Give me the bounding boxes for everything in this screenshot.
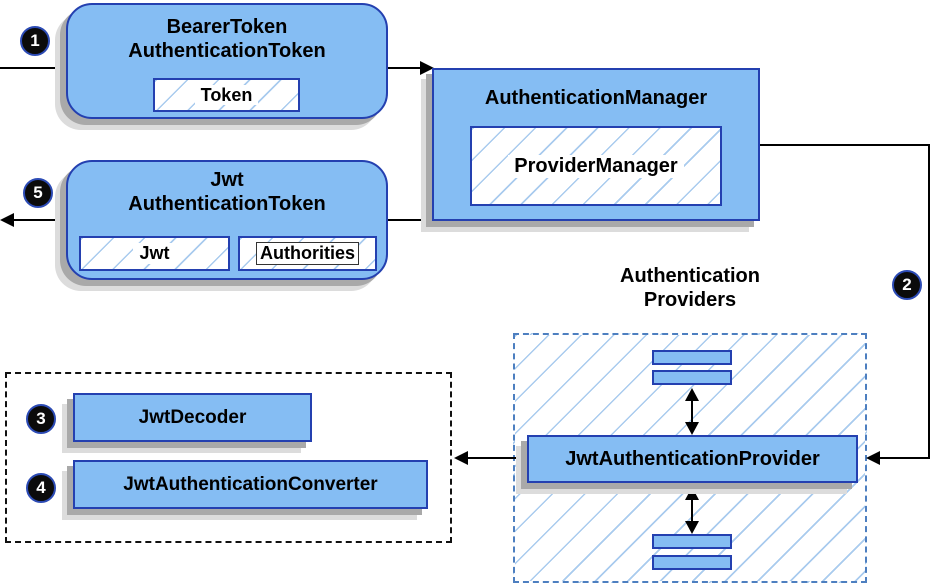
step-3-badge: 3 [26, 404, 56, 434]
bearer-to-manager-arrowhead-icon [420, 61, 434, 75]
bearer-token-authentication-token-node: BearerToken AuthenticationToken Token [66, 3, 388, 119]
outgoing-result-arrowhead-icon [0, 213, 14, 227]
manager-to-provider-line-top [758, 144, 930, 146]
bearer-token-title-line2: AuthenticationToken [128, 40, 326, 62]
provider-manager-label: ProviderManager [508, 154, 684, 178]
provider-down-arrowhead-icon [685, 521, 699, 534]
jwt-token-title-line2: AuthenticationToken [128, 193, 326, 215]
authorities-field-label: Authorities [255, 242, 359, 265]
provider-to-components-arrowhead-icon [454, 451, 468, 465]
jwt-field-box: Jwt [79, 236, 230, 271]
other-provider-bar [652, 370, 732, 385]
jwt-authentication-token-node: Jwt AuthenticationToken Jwt Authorities [66, 160, 388, 280]
jwt-authentication-provider-node: JwtAuthenticationProvider [527, 435, 858, 483]
step-1-badge: 1 [20, 26, 50, 56]
jwt-authentication-provider-label: JwtAuthenticationProvider [565, 447, 820, 470]
authentication-manager-title-text: AuthenticationManager [484, 87, 708, 109]
manager-to-provider-line-right [928, 144, 930, 459]
step-4-badge: 4 [26, 473, 56, 503]
provider-bottom-double-arrow-line [691, 497, 693, 523]
provider-down-arrowhead-icon [685, 422, 699, 435]
authentication-providers-group-title: Authentication Providers [580, 264, 800, 312]
providers-title-line1: Authentication [620, 265, 760, 287]
provider-manager-box: ProviderManager [470, 126, 722, 206]
bearer-token-node-title: BearerToken AuthenticationToken [68, 5, 386, 63]
authorities-field-box: Authorities [238, 236, 377, 271]
incoming-request-line [0, 67, 66, 69]
bearer-to-manager-line [388, 67, 422, 69]
other-provider-bar [652, 350, 732, 365]
step-5-badge: 5 [23, 178, 53, 208]
manager-to-provider-line-bottom [880, 457, 928, 459]
manager-to-jwt-token-line [388, 219, 434, 221]
jwt-token-title-line1: Jwt [210, 169, 244, 191]
bearer-token-title-line1: BearerToken [166, 16, 288, 38]
outgoing-result-line [12, 219, 66, 221]
jwt-token-node-title: Jwt AuthenticationToken [68, 162, 386, 216]
authentication-manager-node: AuthenticationManager ProviderManager [432, 68, 760, 221]
other-provider-bar [652, 534, 732, 549]
jwt-decoder-node: JwtDecoder [73, 393, 312, 442]
provider-up-arrowhead-icon [685, 487, 699, 500]
manager-to-provider-arrowhead-icon [866, 451, 880, 465]
provider-to-components-line [468, 457, 527, 459]
providers-title-line2: Providers [643, 289, 737, 311]
other-provider-bar [652, 555, 732, 570]
jwt-decoder-label: JwtDecoder [138, 406, 247, 428]
token-field-label: Token [194, 84, 259, 106]
jwt-field-label: Jwt [133, 243, 176, 264]
jwt-authentication-converter-label: JwtAuthenticationConverter [123, 473, 378, 495]
authentication-manager-title: AuthenticationManager [434, 70, 758, 110]
jwt-authentication-converter-node: JwtAuthenticationConverter [73, 460, 428, 509]
provider-up-arrowhead-icon [685, 388, 699, 401]
provider-top-double-arrow-line [691, 398, 693, 426]
token-field-box: Token [153, 78, 300, 112]
step-2-badge: 2 [892, 270, 922, 300]
